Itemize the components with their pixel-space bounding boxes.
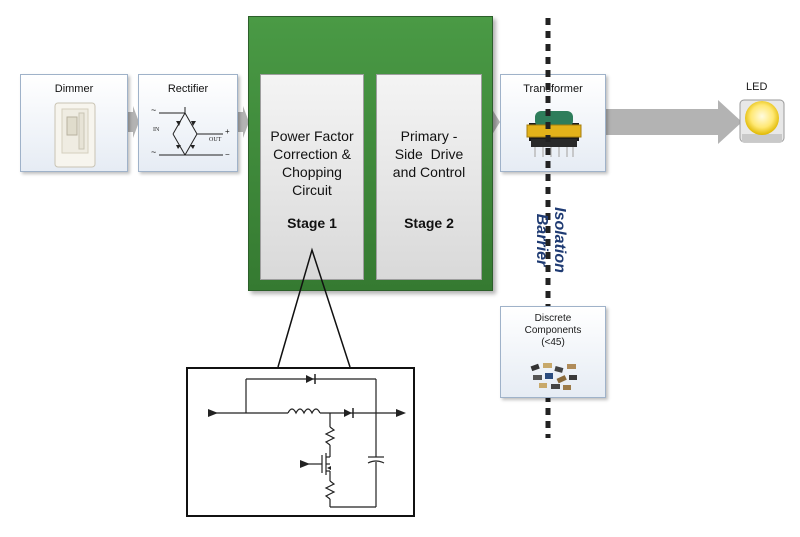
stage1-line3: Chopping [282, 164, 342, 180]
arrow-rectifier-to-pfc [238, 106, 249, 138]
arrow-dimmer-to-rectifier [128, 106, 139, 138]
led-label: LED [746, 81, 768, 93]
dimmer-block[interactable]: Dimmer [20, 74, 128, 172]
isolation-barrier-line [545, 18, 551, 438]
stage1-line4: Circuit [292, 182, 332, 198]
stage1-line2: Correction & [273, 146, 351, 162]
transformer-icon [526, 111, 582, 157]
rectifier-ac1: ~ [151, 105, 157, 115]
boost-pfc-circuit [208, 374, 406, 508]
dimmer-switch-icon [54, 102, 96, 168]
rectifier-plus: + [225, 127, 230, 136]
transformer-block[interactable]: Transformer [500, 74, 606, 172]
stage1-block[interactable]: Power Factor Correction & Chopping Circu… [260, 74, 364, 280]
rectifier-in-label: IN [153, 127, 160, 133]
discrete-components-block[interactable]: Discrete Components (<45) [500, 306, 606, 398]
stage2-line2: Side Drive [394, 146, 464, 162]
discrete-components-icon [530, 363, 577, 390]
discrete-line2: Components [524, 325, 582, 336]
arrow-transformer-to-led [606, 100, 742, 144]
rectifier-block[interactable]: Rectifier ~ ~ IN OUT + − [138, 74, 238, 172]
bridge-rectifier-schematic [159, 107, 223, 156]
rectifier-ac2: ~ [151, 147, 157, 157]
led-icon[interactable] [738, 94, 786, 146]
stage1-label: Stage 1 [287, 215, 337, 231]
rectifier-minus: − [225, 150, 230, 159]
stage2-block[interactable]: Primary - Side Drive and Control Stage 2 [376, 74, 482, 280]
stage2-line3: and Control [392, 164, 466, 180]
stage2-line1: Primary - [400, 128, 458, 144]
rectifier-title: Rectifier [167, 83, 209, 95]
stage2-label: Stage 2 [404, 215, 454, 231]
discrete-line1: Discrete [534, 313, 572, 324]
boost-pfc-schematic[interactable] [186, 367, 415, 517]
dimmer-title: Dimmer [54, 83, 94, 95]
rectifier-out-label: OUT [209, 137, 222, 143]
transformer-title: Transformer [523, 83, 583, 95]
stage1-line1: Power Factor [270, 128, 354, 144]
discrete-line3: (<45) [541, 337, 565, 348]
